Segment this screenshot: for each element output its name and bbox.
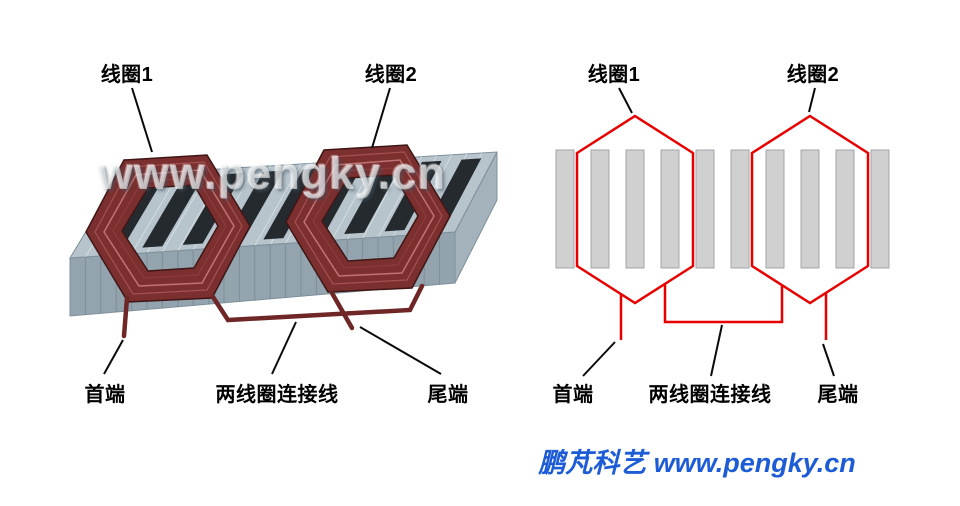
label-left-connection: 两线圈连接线 — [215, 384, 339, 406]
coil1-turn-line — [103, 169, 235, 287]
pointer-head-right — [582, 341, 616, 377]
connection-wire-schematic — [663, 284, 784, 324]
coil1-turn-line — [94, 161, 243, 295]
pointer-coil2-left — [371, 87, 391, 149]
pointer-coil1-left — [131, 87, 153, 153]
stator-slot — [344, 163, 402, 235]
connection-wire-3d — [210, 283, 425, 323]
lamination-line — [254, 163, 302, 246]
stator-tooth-bar — [730, 149, 750, 269]
label-right-coil1: 线圈1 — [587, 64, 641, 86]
stator-tooth-bar — [625, 149, 645, 269]
stator-tooth-bar — [590, 149, 610, 269]
stator-tooth-bar — [835, 149, 855, 269]
label-right-coil2: 线圈2 — [786, 64, 840, 86]
schematic — [555, 114, 890, 340]
stator-tooth-bars — [555, 149, 890, 269]
label-right-tail-end: 尾端 — [817, 384, 859, 406]
head-end-wire-3d — [121, 295, 130, 339]
label-right-connection: 两线圈连接线 — [648, 384, 772, 406]
pointer-tail-left — [359, 326, 442, 375]
brand-text: 鹏芃科艺 www.pengky.cn — [538, 448, 856, 478]
coil2-schematic-outline — [750, 114, 870, 305]
tail-end-wire-3d — [329, 290, 355, 331]
coil1-turn-line — [112, 177, 227, 279]
pointer-tail-right — [822, 343, 835, 377]
stator-tooth-bar — [695, 149, 715, 269]
stator-tooth-bar — [870, 149, 890, 269]
label-left-coil2: 线圈2 — [364, 64, 418, 86]
label-left-tail-end: 尾端 — [427, 384, 469, 406]
label-right-head-end: 首端 — [552, 384, 594, 406]
pointer-lines-right — [582, 87, 835, 377]
stator-slot — [142, 175, 204, 248]
stator-tooth-bar — [800, 149, 820, 269]
coil1-schematic-outline — [575, 114, 695, 305]
pointer-connection-right — [710, 324, 723, 377]
stator-tooth-bar — [765, 149, 785, 269]
coil2-turn-line — [312, 167, 427, 269]
pointer-coil1-right — [618, 87, 633, 114]
pointer-lines-left — [103, 87, 442, 375]
label-left-head-end: 首端 — [84, 384, 126, 406]
stator-tooth-bar — [555, 149, 575, 269]
pointer-head-left — [103, 339, 124, 375]
pointer-coil2-right — [808, 87, 816, 113]
wires-3d — [121, 283, 425, 339]
pointer-connection-left — [271, 321, 297, 375]
coil2-turn-line — [294, 151, 443, 285]
coil2-turn-line — [303, 159, 435, 277]
label-left-coil1: 线圈1 — [100, 64, 154, 86]
coil1-3d — [85, 154, 251, 303]
coil2-3d — [285, 144, 451, 293]
stator-tooth-bar — [660, 149, 680, 269]
